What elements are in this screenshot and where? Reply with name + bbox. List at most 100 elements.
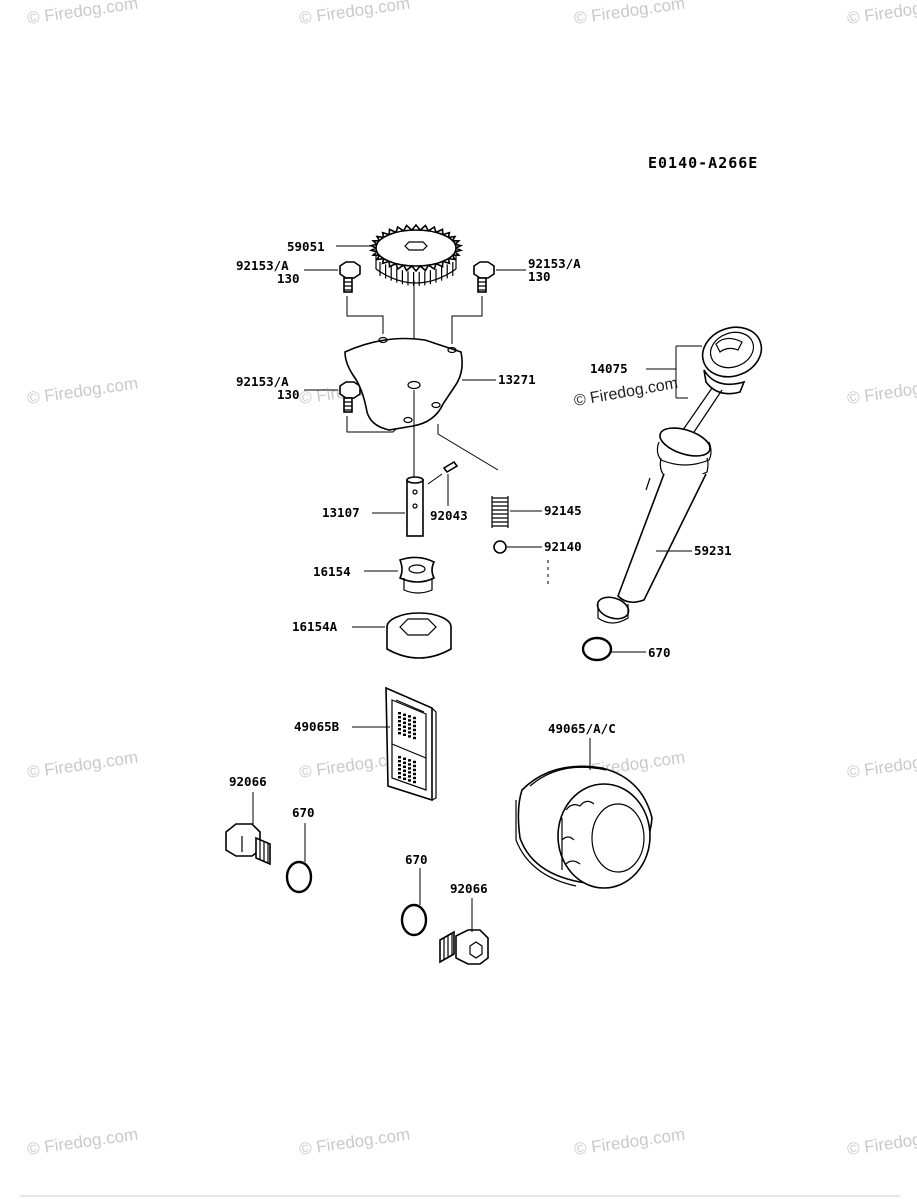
o-ring-670-right xyxy=(581,636,613,662)
mesh-cell xyxy=(398,772,401,775)
watermarks: © Firedog.com © Firedog.com © Firedog.co… xyxy=(26,0,917,1159)
watermark: © Firedog.com xyxy=(573,0,686,28)
mesh-cell xyxy=(398,720,401,723)
mesh-cell xyxy=(413,720,416,724)
watermark: © Firedog.com xyxy=(846,374,917,408)
label-670-center: 670 xyxy=(405,852,428,867)
watermark: © Firedog.com xyxy=(846,748,917,782)
mesh-cell xyxy=(408,715,411,718)
watermark: © Firedog.com xyxy=(26,748,139,782)
mesh-cell xyxy=(398,712,401,715)
label-130-top-right: 130 xyxy=(528,269,551,284)
strainer-49065b xyxy=(385,686,437,802)
mesh-cell xyxy=(408,719,411,722)
watermark: © Firedog.com xyxy=(26,0,139,28)
label-16154a: 16154A xyxy=(292,619,338,634)
label-92066-left: 92066 xyxy=(229,774,267,789)
label-14075: 14075 xyxy=(590,361,628,376)
label-92153a-top-right: 92153/A xyxy=(528,256,581,271)
mesh-cell xyxy=(408,775,411,778)
mesh-cell xyxy=(403,769,406,772)
label-59051: 59051 xyxy=(287,239,325,254)
mesh-cell xyxy=(403,729,406,732)
mesh-cell xyxy=(398,776,401,779)
label-92153a-mid: 92153/A xyxy=(236,374,289,389)
bolt-92153a-top-left xyxy=(339,261,361,293)
bolt-92153a-mid xyxy=(339,381,361,413)
watermark: © Firedog.com xyxy=(846,0,917,28)
label-670-left: 670 xyxy=(292,805,315,820)
watermark: © Firedog.com xyxy=(298,1125,411,1159)
mesh-cell xyxy=(403,725,406,728)
mesh-cell xyxy=(408,771,411,774)
mesh-cell xyxy=(413,768,416,772)
mesh-cell xyxy=(408,779,411,782)
mesh-cell xyxy=(403,777,406,780)
spring-92145 xyxy=(491,496,509,528)
mesh-cell xyxy=(408,731,411,734)
watermark-dark: © Firedog.com xyxy=(573,375,680,410)
mesh-cell xyxy=(408,735,411,738)
mesh-cell xyxy=(413,736,416,740)
label-13271: 13271 xyxy=(498,372,536,387)
drain-plug-92066-center xyxy=(439,929,489,965)
ball-92140 xyxy=(493,540,507,554)
mesh-cell xyxy=(398,764,401,767)
label-92140: 92140 xyxy=(544,539,582,554)
watermark: © Firedog.com xyxy=(846,1125,917,1159)
mesh-cell xyxy=(403,721,406,724)
mesh-cell xyxy=(413,732,416,736)
mesh-cell xyxy=(403,733,406,736)
mesh-cell xyxy=(398,760,401,763)
mesh-cell xyxy=(413,716,416,720)
mesh-cell xyxy=(408,759,411,762)
mesh-cell xyxy=(398,716,401,719)
mesh-cell xyxy=(408,723,411,726)
mesh-cell xyxy=(403,765,406,768)
mesh-cell xyxy=(413,764,416,768)
mesh-cell xyxy=(403,717,406,720)
mesh-cell xyxy=(413,780,416,784)
mesh-cell xyxy=(413,772,416,776)
label-49065-a-c: 49065/A/C xyxy=(548,721,616,736)
label-130-top-left: 130 xyxy=(277,271,300,286)
label-59231: 59231 xyxy=(694,543,732,558)
mesh-cell xyxy=(408,767,411,770)
label-92043: 92043 xyxy=(430,508,468,523)
plate-13271 xyxy=(344,336,463,431)
mesh-cell xyxy=(413,728,416,732)
rotor-16154a xyxy=(386,612,452,659)
label-92153a-top-left: 92153/A xyxy=(236,258,289,273)
oil-filter-49065-a-c xyxy=(515,765,653,889)
mesh-cell xyxy=(403,773,406,776)
watermark: © Firedog.com xyxy=(26,374,139,408)
drain-plug-92066-left xyxy=(225,823,271,866)
watermark: © Firedog.com xyxy=(26,1125,139,1159)
shaft-13107 xyxy=(406,476,424,537)
mesh-cell xyxy=(398,724,401,727)
mesh-cell xyxy=(398,768,401,771)
pin-92043 xyxy=(442,460,459,474)
mesh-cell xyxy=(403,761,406,764)
mesh-cell xyxy=(398,728,401,731)
rotor-16154 xyxy=(398,556,436,594)
mesh-cell xyxy=(403,713,406,716)
label-16154: 16154 xyxy=(313,564,351,579)
o-ring-670-left xyxy=(285,860,313,894)
diagram-code: E0140-A266E xyxy=(648,154,759,172)
gear-59051 xyxy=(368,223,464,286)
mesh-cell xyxy=(398,732,401,735)
label-13107: 13107 xyxy=(322,505,360,520)
label-49065b: 49065B xyxy=(294,719,340,734)
mesh-cell xyxy=(398,756,401,759)
filler-tube-59231 xyxy=(596,427,712,624)
mesh-cell xyxy=(413,724,416,728)
o-ring-670-center xyxy=(400,903,428,937)
label-92066-center: 92066 xyxy=(450,881,488,896)
mesh-cell xyxy=(408,763,411,766)
label-92145: 92145 xyxy=(544,503,582,518)
watermark: © Firedog.com xyxy=(298,0,411,28)
watermark: © Firedog.com xyxy=(573,1125,686,1159)
mesh-cell xyxy=(413,760,416,764)
